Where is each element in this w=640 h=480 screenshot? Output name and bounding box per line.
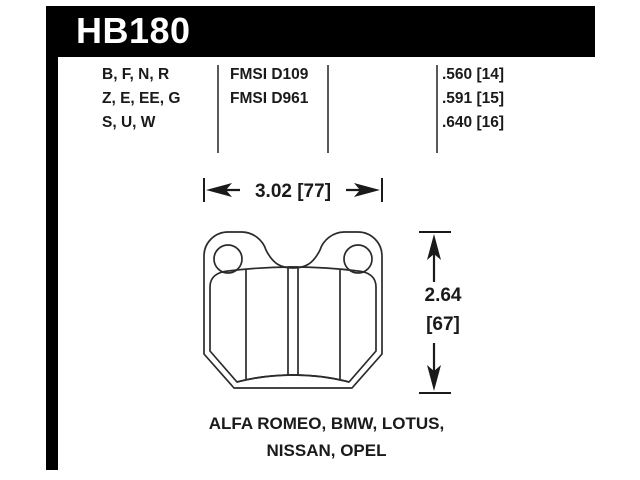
thickness-row: .560 [14] (442, 66, 505, 83)
backing-plate-outline (203, 231, 383, 389)
height-arrowhead-top (427, 234, 441, 260)
thickness-column: .560 [14] .591 [15] .640 [16] (442, 63, 504, 135)
compound-codes-column: B, F, N, R Z, E, EE, G S, U, W (102, 63, 180, 135)
compound-code-row: S, U, W (102, 114, 156, 131)
height-dimension: 2.64 [67] (419, 231, 462, 394)
friction-material-outline (209, 266, 377, 383)
spec-table: B, F, N, R Z, E, EE, G S, U, W FMSI D109… (58, 63, 595, 163)
brake-pad-figure (203, 231, 383, 389)
table-divider-2 (327, 65, 329, 153)
width-dimension: 3.02 [77] (203, 178, 383, 202)
mounting-hole-left (213, 244, 243, 274)
center-slot (287, 266, 299, 376)
fmsi-number-row: FMSI D109 (230, 66, 309, 83)
width-dimension-label: 3.02 [77] (255, 181, 331, 202)
applications-line-2: NISSAN, OPEL (266, 441, 387, 460)
height-dimension-label-metric: [67] (426, 314, 460, 335)
height-dimension-label-value: 2.64 (425, 285, 462, 306)
table-divider-3 (436, 65, 438, 153)
vehicle-applications: ALFA ROMEO, BMW, LOTUS, NISSAN, OPEL (58, 410, 595, 464)
thickness-row: .640 [16] (442, 114, 505, 131)
compound-code-row: Z, E, EE, G (102, 90, 181, 107)
fmsi-number-column: FMSI D109 FMSI D961 (230, 63, 308, 111)
frame-left-rail (46, 6, 58, 470)
thickness-row: .591 [15] (442, 90, 505, 107)
width-arrowhead-right (354, 183, 380, 197)
header-bar: HB180 (46, 6, 595, 57)
height-arrowhead-bottom (427, 365, 441, 391)
fmsi-number-row: FMSI D961 (230, 90, 309, 107)
compound-code-row: B, F, N, R (102, 66, 170, 83)
applications-line-1: ALFA ROMEO, BMW, LOTUS, (208, 414, 445, 433)
mounting-hole-right (343, 244, 373, 274)
page-title: HB180 (76, 10, 191, 51)
width-arrowhead-left (206, 183, 232, 197)
table-divider-1 (217, 65, 219, 153)
friction-material-bottom-edge (236, 374, 350, 383)
